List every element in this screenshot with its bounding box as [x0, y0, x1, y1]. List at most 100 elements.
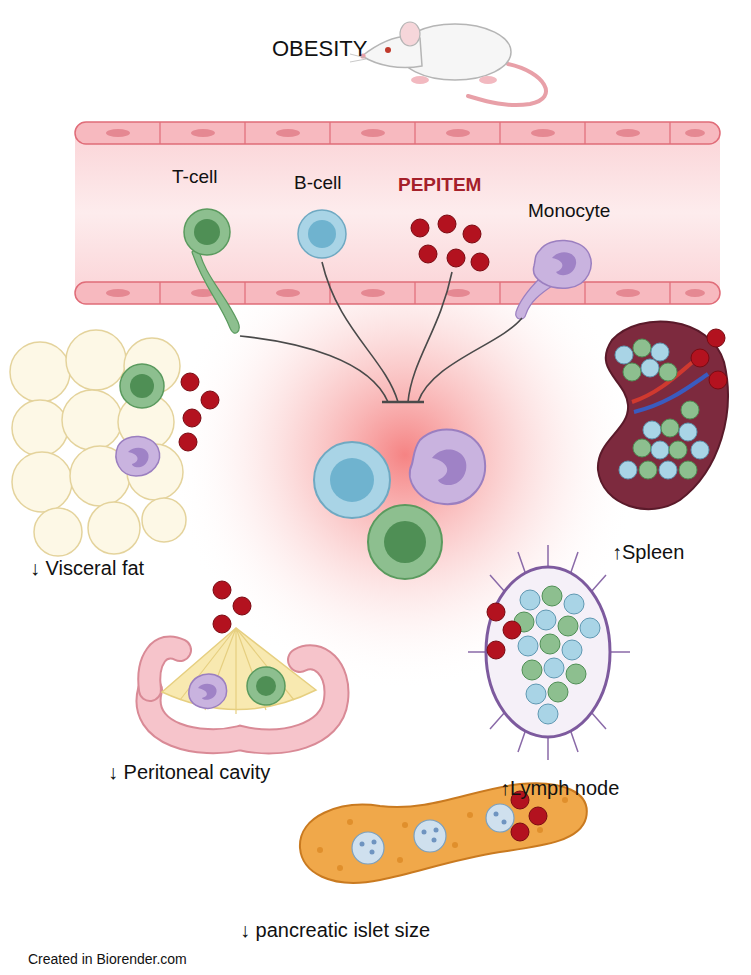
- label-holder: T-cell: [172, 166, 217, 189]
- pancreas-organ-part-part: [337, 865, 343, 871]
- spleen-organ-part-part: [651, 441, 669, 459]
- immune-cell-part: [116, 436, 160, 476]
- inflammatory-cells: [314, 429, 485, 579]
- pancreas-organ-part-part: [502, 820, 507, 825]
- pepitem-peptide: [487, 603, 521, 659]
- spleen-organ: [598, 322, 728, 510]
- mouse-figure-part: [385, 47, 391, 53]
- blood-vessel-part-part: [446, 129, 470, 137]
- monocyte: [516, 240, 591, 319]
- pepitem-peptide-part: [447, 249, 465, 267]
- label-holder: ↑Spleen: [612, 540, 684, 564]
- inflammatory-cells-part: [384, 521, 426, 563]
- spleen-organ-part: [632, 356, 700, 402]
- spleen-organ-part-part: [669, 441, 687, 459]
- adipose-tissue: [10, 330, 186, 556]
- spleen-organ-part-part: [623, 363, 641, 381]
- pancreas-organ-part-part: [434, 828, 439, 833]
- cell-label: B-cell: [294, 172, 342, 195]
- spleen-organ-part-part: [615, 346, 633, 364]
- pepitem-peptide-part: [213, 581, 231, 599]
- pancreas-organ-part-part: [537, 827, 543, 833]
- pepitem-peptide: [411, 215, 489, 271]
- spleen-organ-part-part: [651, 343, 669, 361]
- pepitem-peptide-part: [487, 603, 505, 621]
- inflammatory-cells-part: [410, 429, 485, 504]
- pancreas-organ-part: [352, 804, 514, 864]
- b-cell-part: [308, 220, 336, 248]
- adipose-tissue-part: [142, 498, 186, 542]
- pancreas-organ-part-part: [360, 842, 365, 847]
- monocyte-part: [552, 252, 576, 275]
- blood-vessel-part: [75, 138, 720, 288]
- immune-cell-part: [120, 364, 164, 408]
- lymph-node-part-part: [564, 594, 584, 614]
- figure-title: OBESITY: [272, 36, 367, 62]
- pepitem-peptide: [179, 373, 219, 451]
- pancreas-organ-part-part: [372, 840, 377, 845]
- inhibition-line-part: [418, 318, 522, 402]
- adipose-tissue-part: [34, 508, 82, 556]
- cell-label: Monocyte: [528, 200, 610, 223]
- blood-vessel-part-part: [276, 129, 300, 137]
- spleen-organ-part-part: [619, 461, 637, 479]
- pancreas-organ-part-part: [422, 830, 427, 835]
- inhibition-line-part: [382, 401, 424, 403]
- adipose-tissue-part: [12, 452, 72, 512]
- lymph-node-part-part: [548, 682, 568, 702]
- blood-vessel-part-part: [106, 289, 130, 297]
- pancreas-organ-part-part: [347, 819, 353, 825]
- lymph-node-part-part: [538, 704, 558, 724]
- blood-vessel-part: [106, 129, 705, 297]
- peritoneal-cavity: [148, 628, 336, 741]
- pepitem-peptide-part: [201, 391, 219, 409]
- blood-vessel-part-part: [446, 289, 470, 297]
- t-cell-part: [192, 246, 239, 333]
- blood-vessel-part-part: [616, 289, 640, 297]
- pepitem-peptide-part: [463, 225, 481, 243]
- t-cell: [184, 209, 239, 333]
- pancreas-organ-part-part: [352, 832, 384, 864]
- spleen-organ-part: [598, 322, 728, 510]
- mouse-figure-part: [411, 76, 429, 84]
- blood-vessel-part-part: [361, 289, 385, 297]
- pancreas-organ-part: [317, 797, 568, 871]
- b-cell: [298, 210, 346, 258]
- inflammatory-cells-part: [432, 449, 466, 485]
- inhibition-line-part: [322, 262, 398, 402]
- pancreas-organ-part-part: [370, 850, 375, 855]
- adipose-tissue-part: [12, 400, 68, 456]
- title-holder: OBESITY: [272, 36, 367, 62]
- pepitem-peptide-part: [419, 245, 437, 263]
- peritoneal-cavity-part: [162, 628, 316, 710]
- adipose-tissue-part: [88, 502, 140, 554]
- spleen-organ-part-part: [691, 441, 709, 459]
- label-holder: ↑Lymph node: [500, 776, 619, 800]
- pepitem-peptide-part: [511, 823, 529, 841]
- lymph-node-part: [514, 586, 600, 724]
- blood-vessel-part-part: [616, 129, 640, 137]
- label-holder: B-cell: [294, 172, 342, 195]
- blood-vessel-part-part: [531, 129, 555, 137]
- tissue-label: ↑Spleen: [612, 540, 684, 564]
- pepitem-peptide-part: [183, 409, 201, 427]
- lymph-node-part-part: [544, 658, 564, 678]
- peritoneal-cavity-part: [198, 684, 217, 700]
- blood-vessel-part: [160, 122, 670, 304]
- pepitem-peptide-part: [179, 433, 197, 451]
- lymph-node-part-part: [566, 664, 586, 684]
- spleen-organ-part-part: [661, 419, 679, 437]
- immune-cell-part: [130, 374, 154, 398]
- spleen-organ-part-part: [643, 421, 661, 439]
- mouse-figure-part: [479, 76, 497, 84]
- lymph-node-part: [486, 567, 610, 737]
- spleen-organ-part-part: [639, 461, 657, 479]
- pepitem-peptide-part: [438, 215, 456, 233]
- pepitem-peptide-part: [529, 807, 547, 825]
- tissue-label: ↓ Visceral fat: [30, 556, 144, 580]
- pancreas-organ-part: [360, 812, 507, 855]
- b-cell-part: [298, 210, 346, 258]
- pepitem-peptide: [213, 581, 251, 633]
